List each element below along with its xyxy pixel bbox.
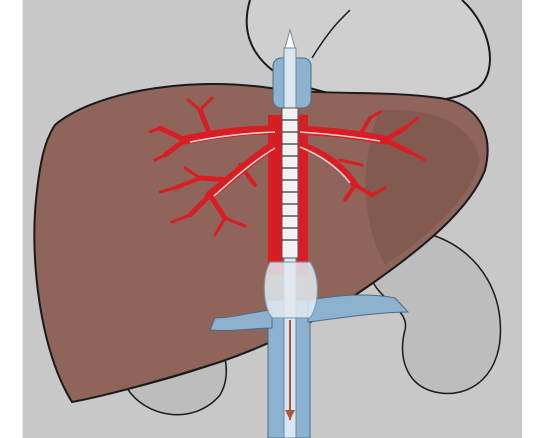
stent-icon (282, 108, 298, 258)
balloon (264, 262, 317, 318)
